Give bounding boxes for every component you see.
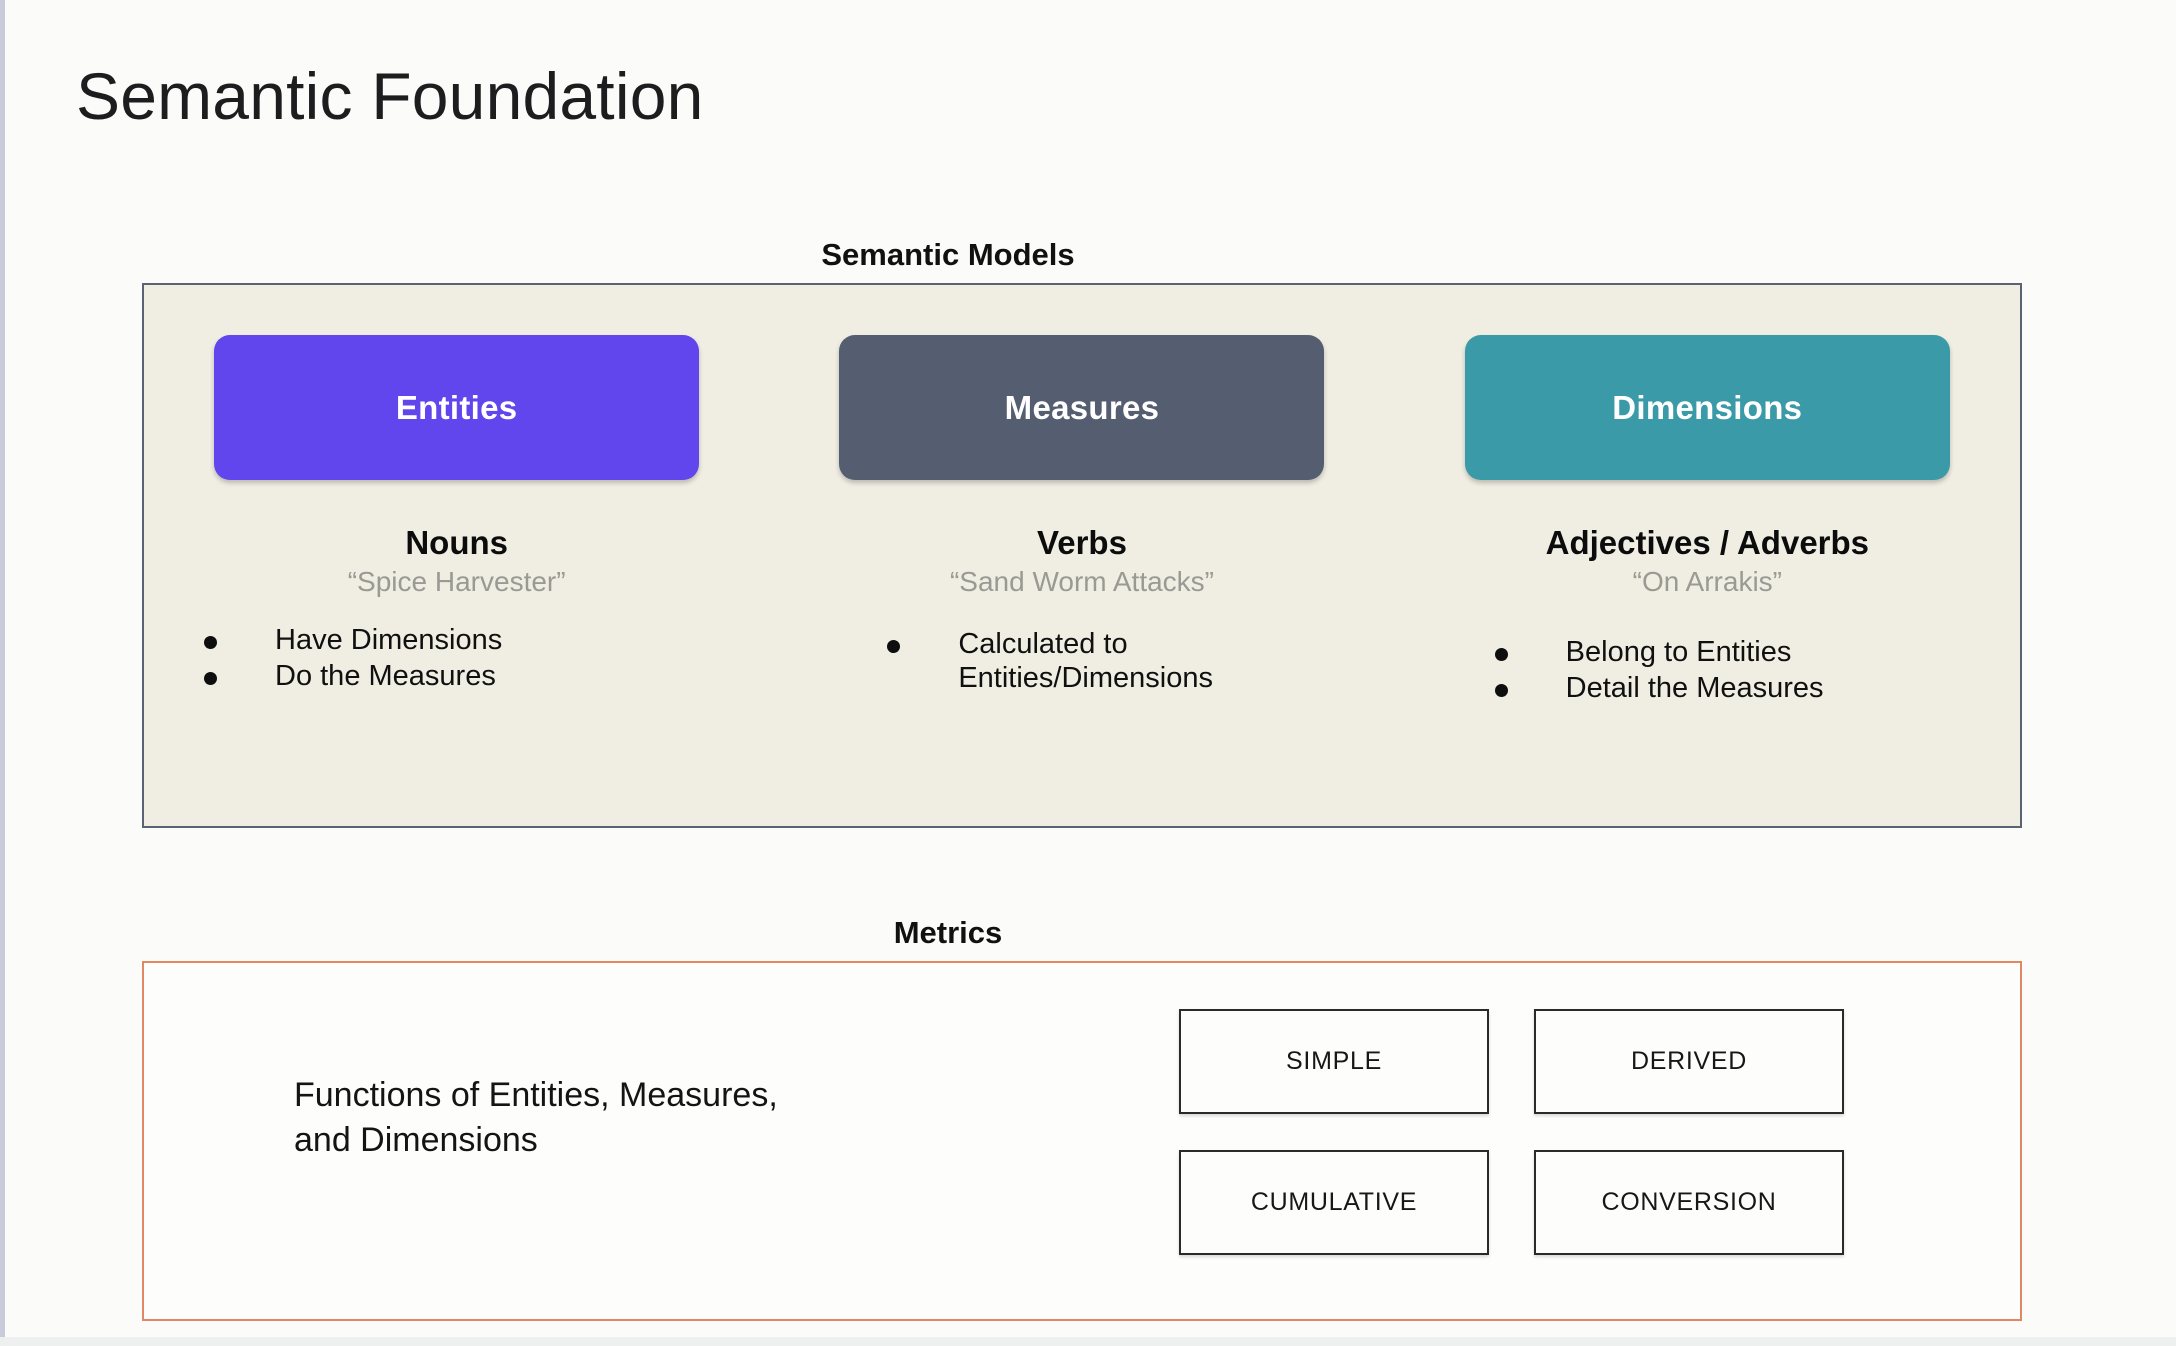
chip-measures[interactable]: Measures: [839, 335, 1325, 480]
semantic-column-entities: Entities Nouns “Spice Harvester” Have Di…: [144, 285, 769, 826]
entities-part-of-speech: Nouns: [405, 524, 508, 561]
semantic-column-measures: Measures Verbs “Sand Worm Attacks” Calcu…: [769, 285, 1394, 826]
entities-bullet-list: Have Dimensions Do the Measures: [144, 624, 769, 696]
chip-dimensions-label: Dimensions: [1612, 388, 1803, 426]
metric-type-simple-label: SIMPLE: [1286, 1047, 1382, 1075]
metrics-description: Functions of Entities, Measures, and Dim…: [294, 1076, 778, 1160]
semantic-models-columns: Entities Nouns “Spice Harvester” Have Di…: [144, 285, 2020, 826]
metric-type-conversion[interactable]: CONVERSION: [1534, 1150, 1844, 1255]
metric-type-derived[interactable]: DERIVED: [1534, 1009, 1844, 1114]
measures-example: “Sand Worm Attacks”: [949, 566, 1214, 597]
metrics-type-grid: SIMPLE DERIVED CUMULATIVE CONVERSION: [1179, 1009, 1844, 1255]
dimensions-example: “On Arrakis”: [1632, 566, 1782, 597]
measures-bullet-list: Calculated to Entities/Dimensions: [769, 628, 1394, 698]
chip-entities[interactable]: Entities: [214, 335, 700, 480]
dimensions-bullet-1: Belong to Entities: [1565, 636, 1792, 668]
measures-part-of-speech: Verbs: [1037, 524, 1127, 561]
semantic-models-panel: Entities Nouns “Spice Harvester” Have Di…: [142, 283, 2022, 828]
metrics-heading: Metrics: [893, 915, 1003, 950]
chip-entities-label: Entities: [395, 388, 518, 426]
left-edge-strip: [0, 0, 5, 1346]
entities-bullet-1: Have Dimensions: [275, 624, 503, 656]
bullet-dot-icon: [204, 671, 217, 685]
list-item: Belong to Entities: [1494, 636, 1792, 670]
chip-measures-label: Measures: [1004, 388, 1160, 426]
list-item: Calculated to Entities/Dimensions: [887, 628, 1213, 696]
metric-type-simple[interactable]: SIMPLE: [1179, 1009, 1489, 1114]
page-title: Semantic Foundation: [76, 59, 704, 133]
metric-type-conversion-label: CONVERSION: [1601, 1188, 1777, 1216]
bullet-dot-icon: [887, 640, 901, 653]
semantic-column-dimensions: Dimensions Adjectives / Adverbs “On Arra…: [1395, 285, 2020, 826]
dimensions-bullet-list: Belong to Entities Detail the Measures: [1395, 636, 2020, 708]
entities-example: “Spice Harvester”: [347, 566, 566, 597]
list-item: Detail the Measures: [1494, 671, 1824, 706]
dimensions-bullet-2: Detail the Measures: [1565, 671, 1824, 704]
bullet-dot-icon: [204, 636, 217, 649]
semantic-models-heading: Semantic Models: [821, 237, 1075, 272]
dimensions-part-of-speech: Adjectives / Adverbs: [1545, 524, 1870, 561]
bullet-dot-icon: [1494, 648, 1508, 661]
bottom-edge-strip: [0, 1337, 2176, 1346]
metrics-panel: Functions of Entities, Measures, and Dim…: [142, 961, 2022, 1321]
metric-type-cumulative-label: CUMULATIVE: [1250, 1188, 1418, 1216]
bullet-dot-icon: [1494, 683, 1508, 697]
chip-dimensions[interactable]: Dimensions: [1464, 335, 1950, 480]
entities-bullet-2: Do the Measures: [275, 659, 496, 692]
metric-type-derived-label: DERIVED: [1630, 1047, 1748, 1075]
list-item: Do the Measures: [204, 660, 496, 694]
measures-bullet-1: Calculated to Entities/Dimensions: [958, 628, 1213, 694]
list-item: Have Dimensions: [204, 624, 502, 658]
metric-type-cumulative[interactable]: CUMULATIVE: [1179, 1150, 1489, 1255]
